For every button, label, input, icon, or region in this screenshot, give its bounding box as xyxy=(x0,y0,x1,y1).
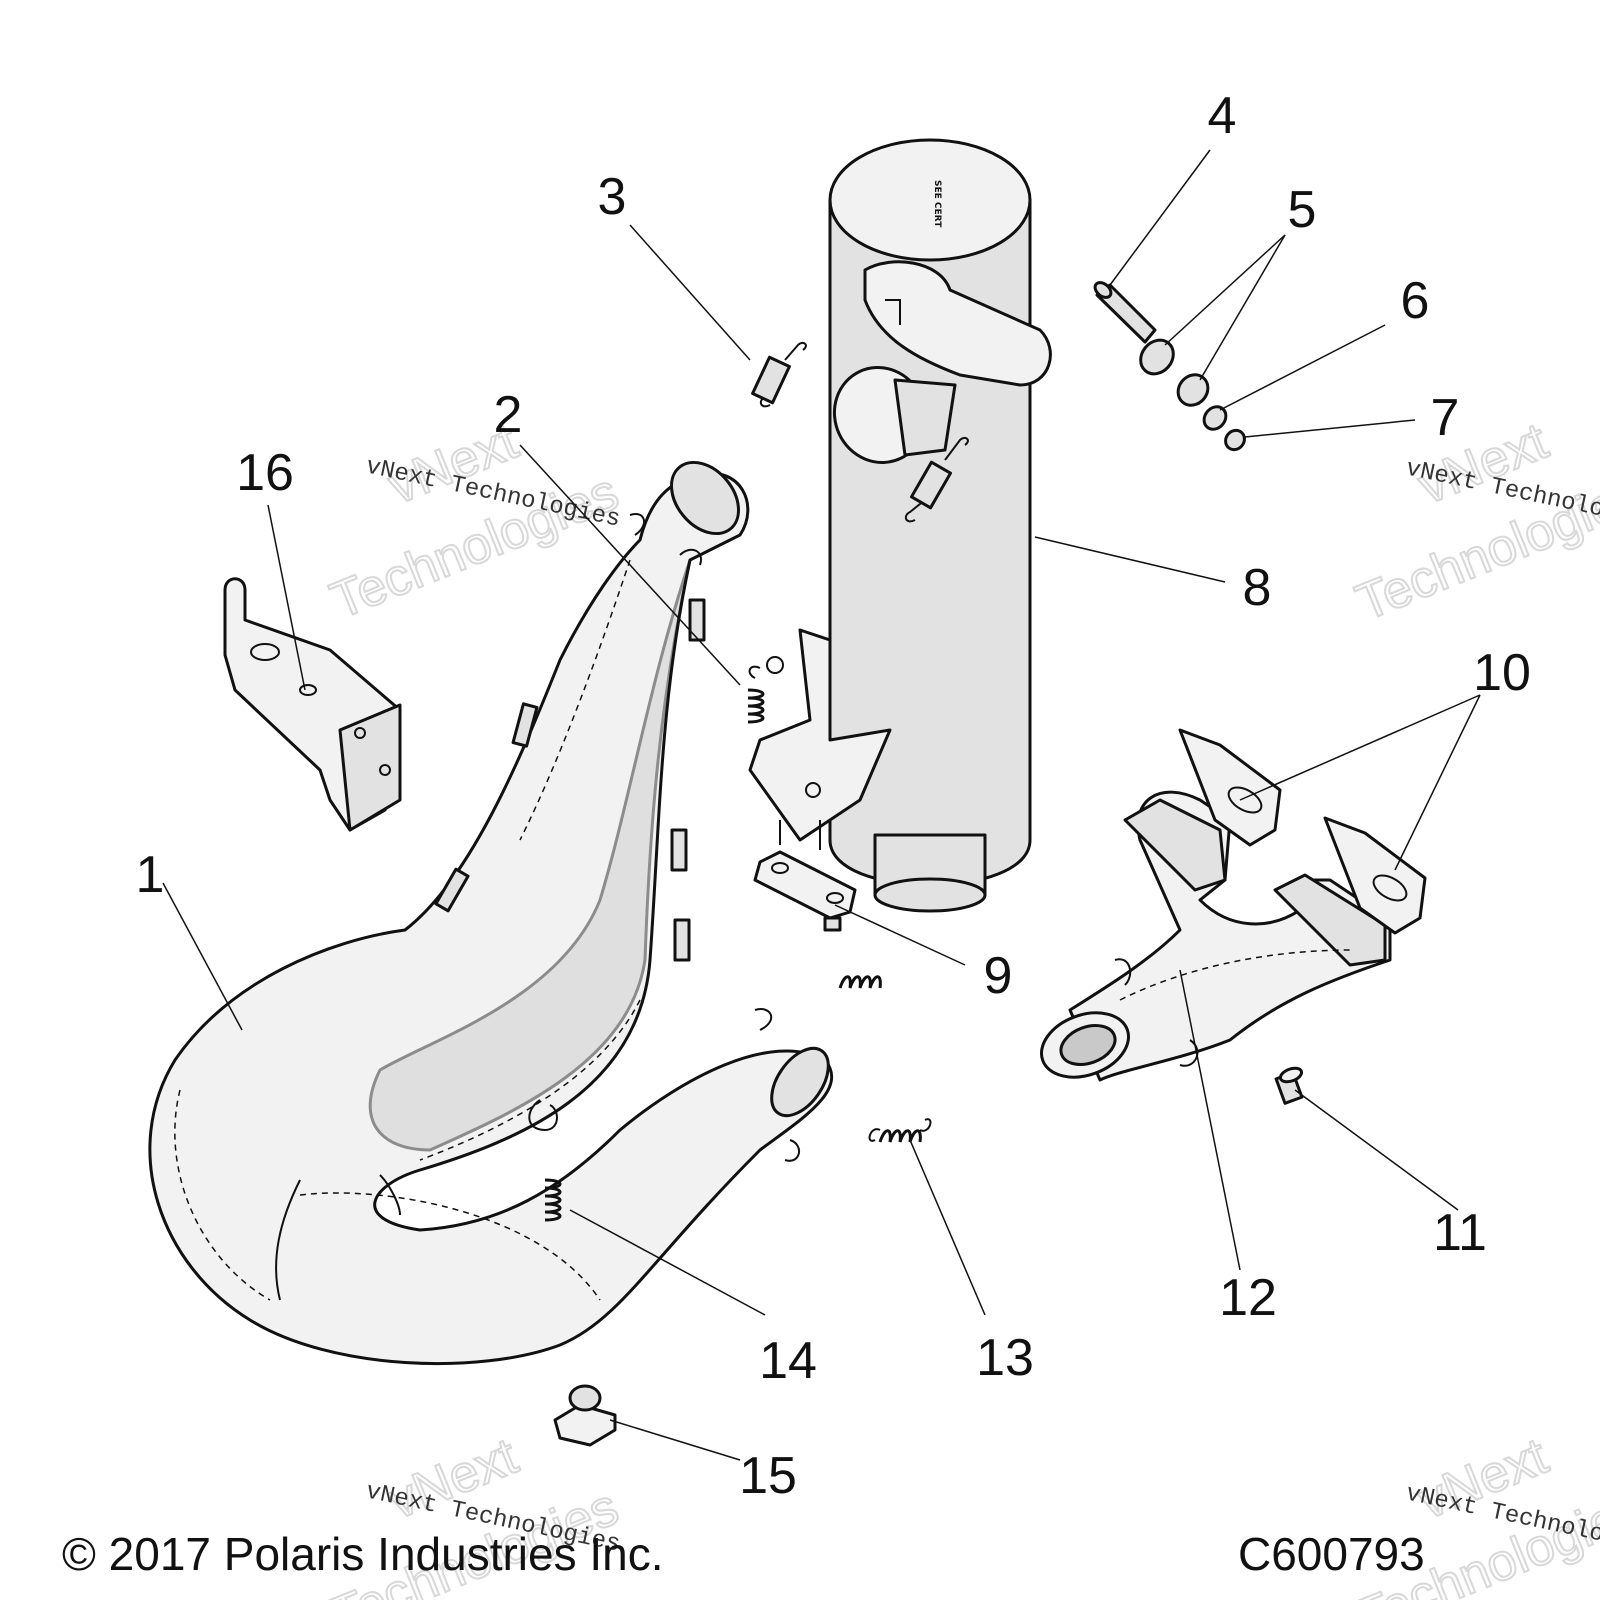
callout-15: 15 xyxy=(739,1447,797,1505)
callout-5: 5 xyxy=(1288,181,1317,239)
mounting-bracket xyxy=(223,577,402,832)
callout-10: 10 xyxy=(1473,644,1531,702)
silencer-muffler: SEE CERT xyxy=(748,138,1052,913)
callout-16: 16 xyxy=(236,444,294,502)
spring-14 xyxy=(544,1178,562,1222)
expansion-chamber-pipe xyxy=(148,460,834,1366)
leader-lines xyxy=(162,149,1481,1461)
watermark-top-right: vNext Technologies vNext Technologies xyxy=(1347,411,1600,633)
callout-7: 7 xyxy=(1431,389,1460,447)
callout-14: 14 xyxy=(759,1332,817,1390)
callout-4: 4 xyxy=(1208,87,1237,145)
small-bolt xyxy=(1274,1066,1304,1105)
diagram-code: C600793 xyxy=(1238,1528,1425,1580)
spring-upper-right xyxy=(904,436,969,523)
callout-numbers: 1 2 3 4 5 6 7 8 9 10 11 12 13 14 15 16 xyxy=(136,87,1531,1505)
callout-11: 11 xyxy=(1433,1204,1487,1262)
callout-8: 8 xyxy=(1243,559,1272,617)
spring-3 xyxy=(751,341,807,408)
callout-9: 9 xyxy=(984,947,1013,1005)
spring-13 xyxy=(868,1118,932,1143)
callout-3: 3 xyxy=(598,168,627,226)
callout-6: 6 xyxy=(1401,272,1430,330)
callout-2: 2 xyxy=(494,386,523,444)
callout-13: 13 xyxy=(976,1329,1034,1387)
isolator-pad xyxy=(753,850,857,932)
callout-12: 12 xyxy=(1219,1269,1277,1327)
spring-9-area xyxy=(838,975,882,989)
watermark-top-left: vNext Technologies vNext Technologies xyxy=(322,411,627,632)
callout-1: 1 xyxy=(136,846,165,904)
gaskets xyxy=(1178,728,1427,935)
copyright-text: © 2017 Polaris Industries Inc. xyxy=(62,1528,664,1580)
mounting-hardware xyxy=(1093,281,1246,452)
spring-2 xyxy=(747,665,765,724)
exhaust-manifold xyxy=(1039,790,1392,1082)
grommet xyxy=(553,1384,617,1447)
silencer-stamp: SEE CERT xyxy=(932,180,942,228)
